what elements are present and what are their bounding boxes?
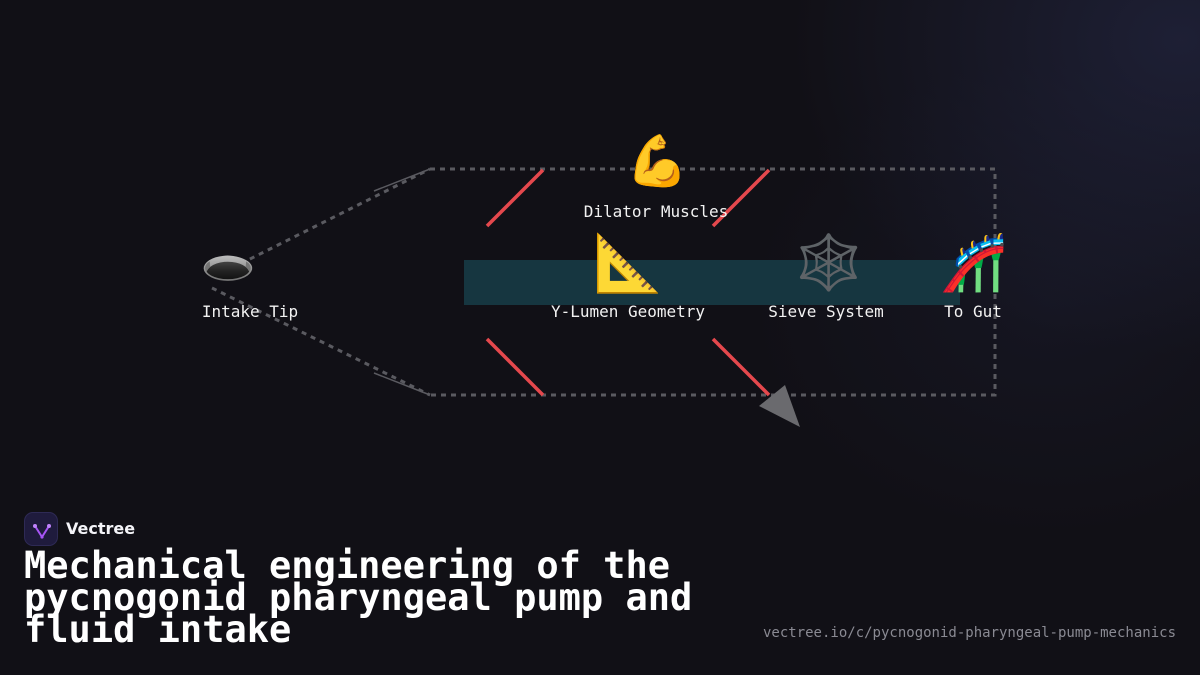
page-url: vectree.io/c/pycnogonid-pharyngeal-pump-… xyxy=(762,625,1176,641)
dilator-muscles-label: Dilator Muscles xyxy=(583,202,729,221)
intake-funnel-lower xyxy=(211,286,431,397)
vectree-logo-icon xyxy=(24,512,58,546)
y-lumen-geometry-label: Y-Lumen Geometry xyxy=(550,302,706,321)
muscle-line-upper-left xyxy=(485,168,545,228)
muscle-line-lower-left xyxy=(485,337,545,397)
pharynx-outline xyxy=(430,167,997,397)
funnel-tick-lower xyxy=(373,372,431,396)
intake-funnel-upper xyxy=(231,167,431,270)
pharynx-channel xyxy=(464,260,960,305)
triangular-ruler-icon: 📐 xyxy=(593,231,663,296)
flexed-biceps-icon: 💪 xyxy=(626,132,689,190)
roller-coaster-icon: 🎢 xyxy=(940,231,1008,294)
intake-tip-label: Intake Tip xyxy=(201,302,299,321)
hole-icon: 🕳️ xyxy=(200,236,256,287)
sieve-system-label: Sieve System xyxy=(768,302,884,321)
spider-web-icon: 🕸️ xyxy=(795,231,863,294)
muscle-line-lower-right xyxy=(711,337,771,397)
brand-name: Vectree xyxy=(66,519,136,538)
flow-arrowhead xyxy=(759,385,800,427)
page-title: Mechanical engineering of the pycnogonid… xyxy=(24,544,693,651)
to-gut-label: To Gut xyxy=(944,302,1002,321)
muscle-line-upper-right xyxy=(711,168,771,228)
funnel-tick-upper xyxy=(373,168,431,192)
